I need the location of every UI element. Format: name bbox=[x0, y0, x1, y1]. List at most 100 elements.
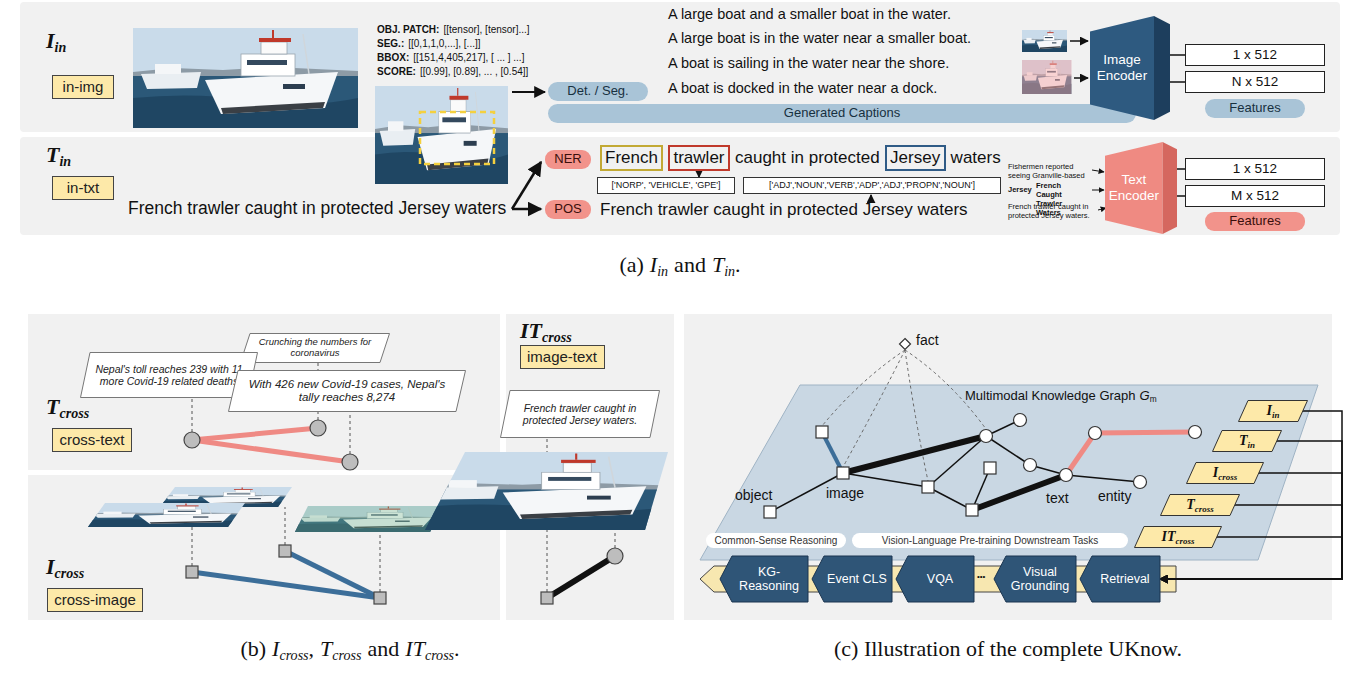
caption-line: A boat is sailing in the water near the … bbox=[668, 55, 949, 71]
node-text: NER bbox=[554, 152, 581, 167]
label-text: and bbox=[368, 636, 400, 661]
tag-outline bbox=[1213, 431, 1282, 452]
node-label: M x 512 bbox=[1231, 188, 1279, 203]
label-text: and bbox=[674, 252, 706, 277]
pill-label: Generated Captions bbox=[548, 104, 1136, 123]
encoder-side bbox=[1163, 142, 1177, 234]
tag-outline bbox=[1187, 463, 1264, 484]
illustration-g bbox=[425, 452, 668, 530]
illustration-rect bbox=[186, 566, 198, 578]
subscript-text: in bbox=[657, 263, 668, 279]
node-text: in-img bbox=[63, 78, 104, 95]
illustration-rect bbox=[20, 2, 1340, 132]
node-text: Vision-Language Pre-training Downstream … bbox=[882, 535, 1098, 547]
illustration-rect bbox=[922, 481, 934, 493]
node-text: Features bbox=[1229, 101, 1280, 116]
arrow bbox=[1074, 77, 1088, 79]
node-text: cross-text bbox=[59, 431, 124, 448]
node-label: ['ADJ','NOUN','VERB','ADP','ADJ','PROPN'… bbox=[769, 180, 975, 190]
node-label: Features bbox=[1229, 213, 1280, 228]
label-text: Fishermen reported seeing Granville-base… bbox=[1008, 162, 1085, 180]
node-label: Text Encoder bbox=[1109, 172, 1159, 203]
card-outline bbox=[81, 353, 258, 398]
caption-line: A large boat and a smaller boat in the w… bbox=[668, 6, 951, 22]
card-outline bbox=[241, 334, 390, 363]
connector bbox=[1170, 81, 1186, 83]
subscript-text: cross bbox=[279, 647, 308, 663]
node-text: French bbox=[605, 148, 658, 168]
figure-caption: (c) Illustration of the complete UKnow. bbox=[834, 636, 1182, 662]
metadata-row: SCORE:[[0.99], [0.89], ... , [0.54]] bbox=[377, 66, 528, 77]
subscript-text: cross bbox=[59, 405, 89, 421]
illustration-rect bbox=[684, 314, 1332, 620]
illustration-use bbox=[133, 28, 358, 128]
panel-heading: ITcross bbox=[520, 318, 572, 346]
label-text: T bbox=[46, 142, 59, 167]
figure-caption: (a)IinandTin. bbox=[619, 252, 740, 280]
graph-label: image bbox=[826, 485, 864, 501]
panel-heading: Iin bbox=[46, 28, 66, 56]
pill-label: Features bbox=[1205, 212, 1305, 231]
arrow bbox=[1092, 190, 1104, 191]
illustration-rect bbox=[20, 137, 1340, 235]
node-text: Common-Sense Reasoning bbox=[715, 535, 838, 547]
tag-outline bbox=[1135, 527, 1222, 548]
node-text: Nepal's toll reaches 239 with 11 more Co… bbox=[93, 363, 245, 387]
label-text: I bbox=[46, 554, 55, 579]
label-text: Multimodal Knowledge Graph bbox=[965, 388, 1136, 403]
text-card: Nepal's toll reaches 239 with 11 more Co… bbox=[80, 352, 258, 398]
photo-small bbox=[375, 86, 508, 184]
illustration-circle bbox=[607, 548, 623, 564]
illustration-use bbox=[1022, 30, 1067, 52]
tag-outline bbox=[1239, 401, 1308, 422]
illustration-rect bbox=[295, 506, 445, 532]
panel-heading: Tcross bbox=[46, 394, 89, 422]
task-outline bbox=[994, 556, 1076, 602]
label-text: I bbox=[650, 252, 657, 277]
label-text: Jersey bbox=[1008, 185, 1032, 194]
arrow bbox=[512, 91, 545, 93]
task-arrow: Event CLS bbox=[812, 556, 892, 602]
node-text: French trawler caught in protected Jerse… bbox=[513, 402, 647, 426]
node-label: IT bbox=[1162, 529, 1176, 544]
illustration-rect bbox=[837, 467, 849, 479]
metadata-row: SEG.:[[0,1,1,0,...], [...]] bbox=[377, 38, 481, 49]
entity-word: trawler bbox=[668, 145, 730, 171]
label-text: (a) bbox=[619, 252, 643, 277]
illustration-line bbox=[285, 551, 380, 598]
label-text: [[0,1,1,0,...], [...]] bbox=[408, 38, 480, 49]
illustration-line bbox=[615, 530, 616, 548]
node-label: in-img bbox=[63, 78, 104, 95]
node-label: 1 x 512 bbox=[1233, 161, 1277, 176]
pill-label: Det. / Seg. bbox=[548, 82, 648, 101]
caption-line: A boat is docked in the water near a doc… bbox=[668, 80, 937, 96]
label-text: . bbox=[454, 636, 460, 661]
node-text: Jersey bbox=[890, 148, 940, 168]
illustration-rect bbox=[764, 506, 776, 518]
panel-a-backgrounds bbox=[20, 2, 1340, 235]
figure-caption: (b)Icross,TcrossandITcross. bbox=[240, 636, 459, 664]
sentence-part: waters bbox=[951, 148, 1001, 168]
node-label: Retrieval bbox=[1100, 572, 1149, 586]
knowledge-tag: Tin bbox=[1212, 430, 1282, 452]
illustration-rect bbox=[1022, 60, 1072, 94]
label-text: (c) Illustration of the complete UKnow. bbox=[834, 636, 1182, 661]
label-text: IT bbox=[405, 636, 425, 661]
illustration-line bbox=[192, 428, 318, 440]
illustration-g bbox=[88, 503, 246, 527]
node-text: Image Encoder bbox=[1094, 52, 1150, 83]
label-text: OBJ. PATCH: bbox=[377, 24, 439, 35]
entity-word: French bbox=[600, 145, 663, 171]
encoder-front bbox=[1090, 16, 1154, 120]
node-text: POS bbox=[554, 202, 581, 217]
node-label: French bbox=[605, 148, 658, 167]
illustration-polygon bbox=[700, 385, 1318, 560]
illustration-circle bbox=[1014, 414, 1027, 427]
node-label: Vision-Language Pre-training Downstream … bbox=[882, 535, 1098, 546]
label-text: entity bbox=[1098, 488, 1131, 504]
node-text: in-txt bbox=[67, 179, 100, 196]
caption-line: A large boat is in the water near a smal… bbox=[668, 30, 971, 46]
node-label: VQA bbox=[927, 572, 953, 586]
node-label: T bbox=[1239, 433, 1248, 448]
